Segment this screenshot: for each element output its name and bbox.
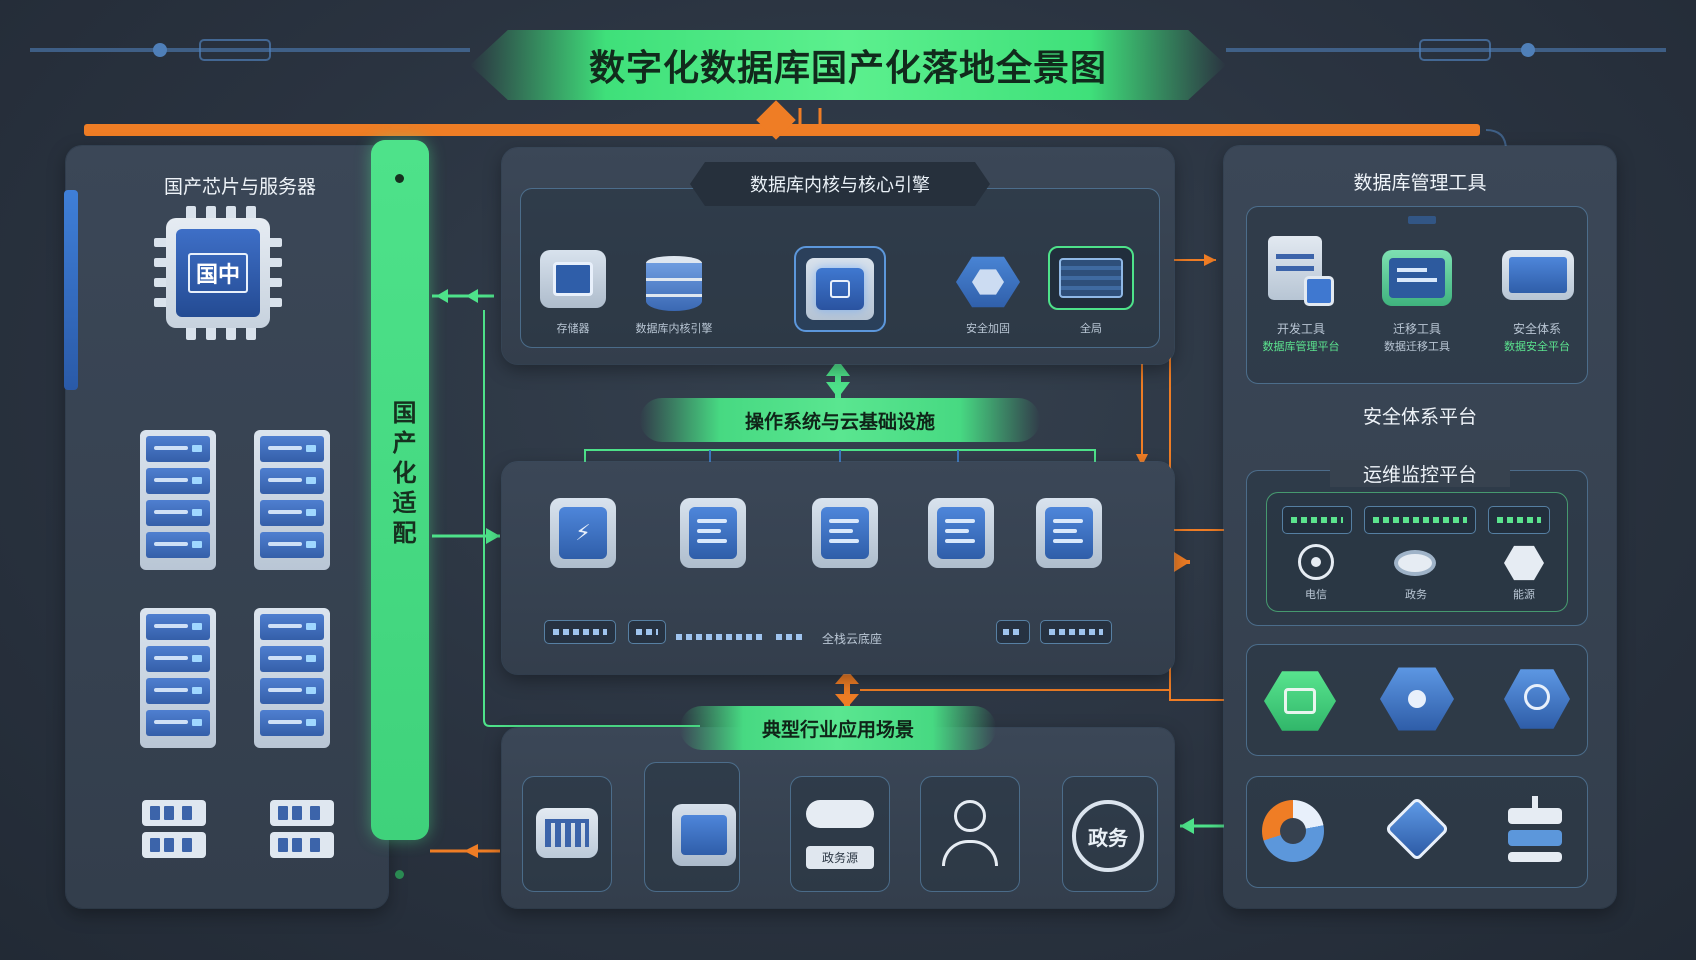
document-icon	[680, 498, 746, 568]
bus-bottom-dot	[395, 870, 404, 879]
tool-label: 开发工具	[1276, 322, 1325, 336]
scene-caption: 政务	[1088, 825, 1128, 850]
scenes-panel-heading: 典型行业应用场景	[680, 706, 996, 750]
server-rack-icon	[254, 430, 330, 570]
terminal-icon	[1382, 250, 1452, 306]
document-icon	[812, 498, 878, 568]
chip-label: 国中	[187, 253, 248, 293]
server-rack-icon	[254, 608, 330, 748]
ops-status-strip	[1282, 506, 1352, 534]
resource-strip	[996, 620, 1030, 644]
scene-card	[920, 776, 1020, 892]
donut-chart-hole	[1280, 818, 1306, 844]
tool-sublabel: 数据迁移工具	[1384, 340, 1450, 353]
document-icon	[928, 498, 994, 568]
server-rack-icon	[140, 430, 216, 570]
dashboard-icon	[672, 804, 736, 866]
chip-icon	[540, 250, 606, 308]
ops-caption: 电信	[1305, 588, 1327, 601]
tool-label: 安全体系	[1512, 322, 1561, 336]
left-accent-bar	[64, 190, 78, 390]
network-hex-glyph	[1284, 688, 1316, 714]
bank-terminal-icon	[536, 808, 598, 858]
document-icon	[1036, 498, 1102, 568]
kernel-item-caption: 存储器	[556, 322, 590, 335]
network-hex-icon	[1264, 671, 1336, 731]
resource-dots	[776, 634, 802, 640]
storage-module-icon	[270, 832, 334, 858]
lightning-doc-icon: ⚡	[550, 498, 616, 568]
kernel-item-caption: 数据库内核引擎	[635, 322, 713, 335]
resource-strip	[628, 620, 666, 644]
gov-affairs-icon: 政务	[1072, 800, 1144, 872]
os-strip-caption: 全栈云底座	[821, 632, 882, 646]
server-rack-icon	[140, 608, 216, 748]
ops-status-strip	[1488, 506, 1550, 534]
resource-strip	[544, 620, 616, 644]
resource-dots	[676, 634, 766, 640]
right-panel-heading: 数据库管理工具	[1353, 172, 1487, 194]
title-banner: 数字化数据库国产化落地全景图	[470, 30, 1226, 100]
storage-module-icon	[142, 832, 206, 858]
kernel-item-caption: 安全加固	[966, 322, 1010, 335]
resource-strip	[1040, 620, 1112, 644]
tool-sublabel: 数据库管理平台	[1262, 340, 1340, 353]
kernel-panel-heading: 数据库内核与核心引擎	[690, 162, 990, 206]
display-icon	[1502, 250, 1574, 300]
security-platform-heading: 安全体系平台	[1362, 406, 1477, 428]
scene-caption: 政务源	[806, 846, 874, 869]
ops-caption: 能源	[1513, 588, 1535, 601]
storage-module-icon	[270, 800, 334, 826]
ops-status-strip	[1364, 506, 1476, 534]
alert-icon	[1298, 544, 1334, 580]
ops-caption: 政务	[1405, 588, 1427, 601]
ops-platform-heading: 运维监控平台	[1330, 460, 1510, 487]
node-hex-glyph	[1408, 690, 1426, 708]
finance-icon	[806, 800, 874, 828]
user-hex-glyph	[1524, 684, 1550, 710]
tool-sublabel: 数据安全平台	[1504, 340, 1570, 353]
bus-top-dot	[395, 174, 404, 183]
adaptation-bus	[371, 140, 429, 840]
tool-label: 迁移工具	[1392, 322, 1441, 336]
left-panel-heading: 国产芯片与服务器	[163, 176, 316, 198]
storage-module-icon	[142, 800, 206, 826]
kernel-item-caption: 全局	[1080, 322, 1102, 335]
bus-label: 国产化适配	[388, 400, 416, 550]
monitor-icon	[1048, 246, 1134, 310]
storage-disk-icon	[1394, 550, 1436, 576]
page-title: 数字化数据库国产化落地全景图	[588, 48, 1107, 89]
scene-card	[790, 776, 890, 892]
os-panel-heading: 操作系统与云基础设施	[640, 398, 1040, 442]
